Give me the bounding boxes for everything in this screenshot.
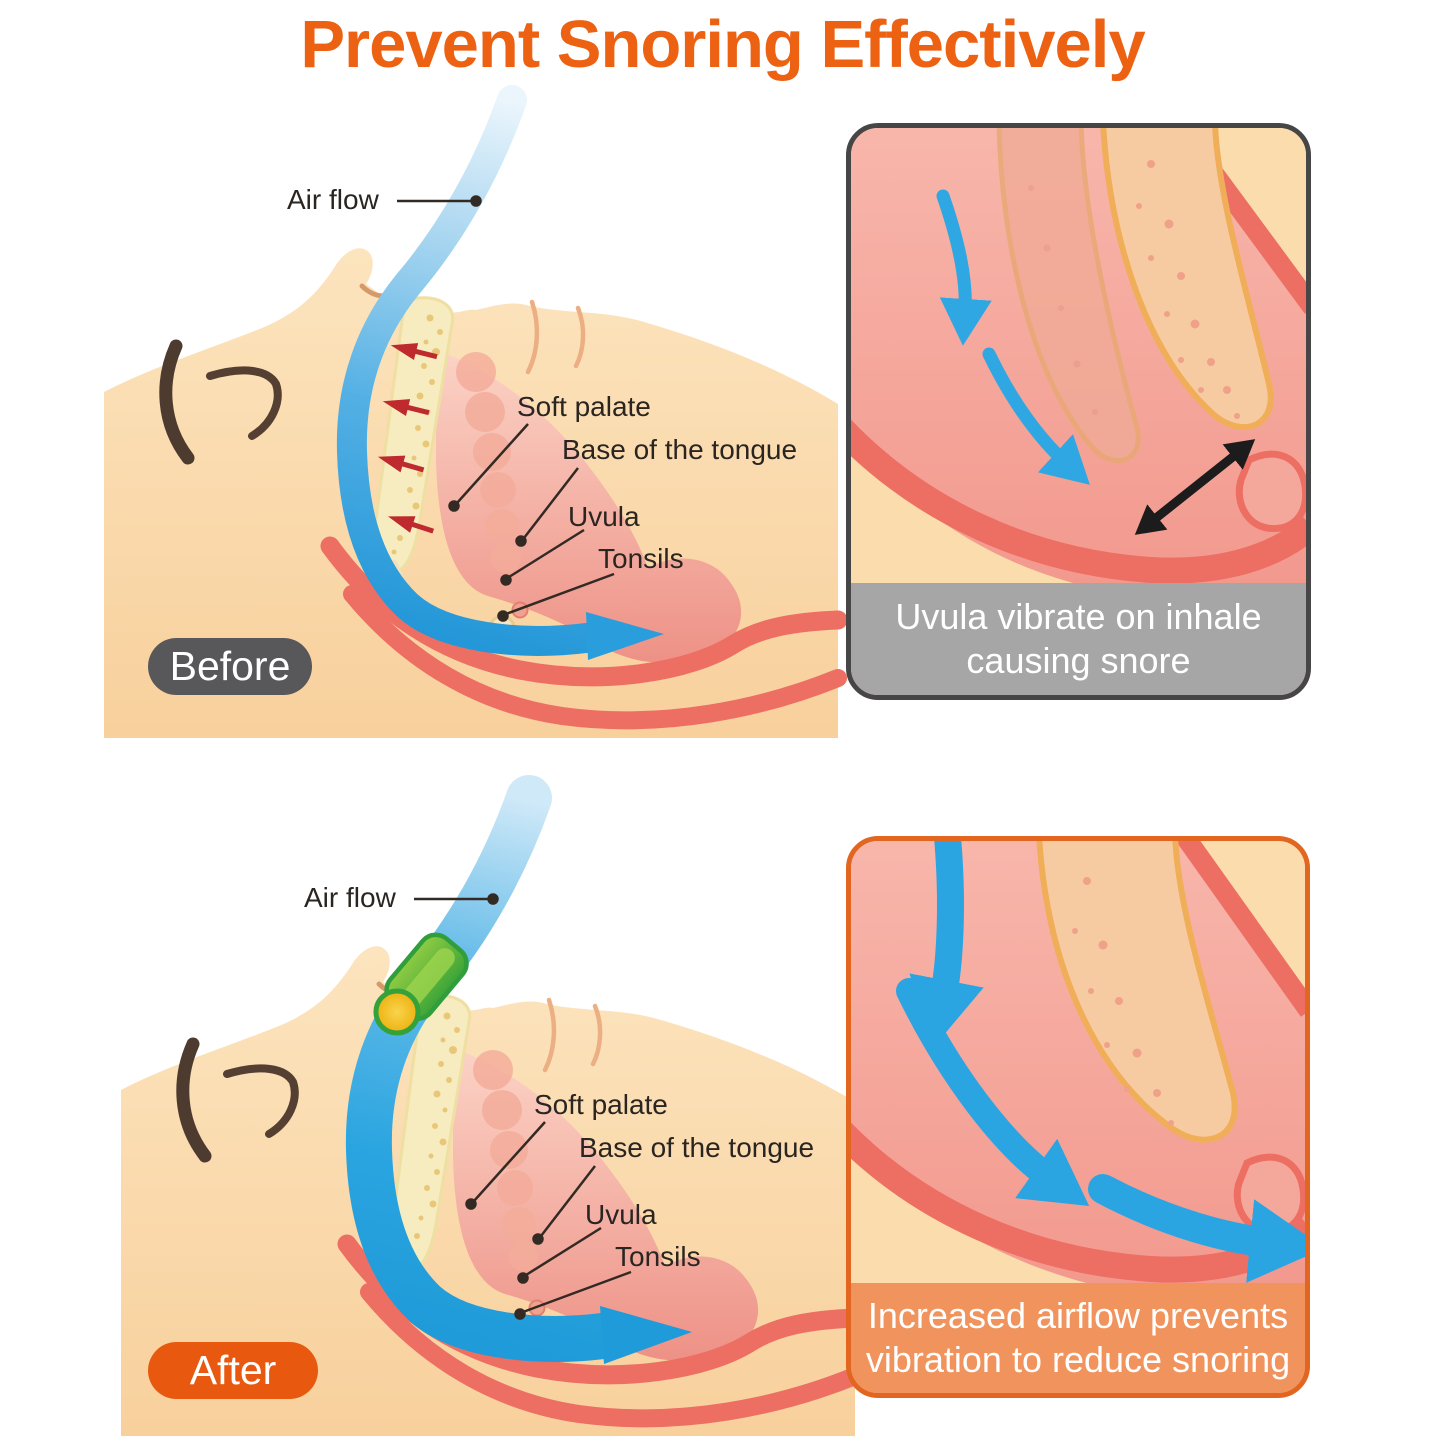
vibration-arrows bbox=[377, 343, 438, 534]
uvula-front-shape bbox=[1100, 128, 1274, 431]
airflow-arrow-icon bbox=[896, 978, 1090, 1207]
before-diagram bbox=[104, 85, 838, 738]
after-badge: After bbox=[148, 1342, 318, 1399]
label-air-flow: Air flow bbox=[304, 882, 396, 913]
label-tonsils: Tonsils bbox=[598, 543, 684, 574]
vibration-arrow-icon bbox=[390, 343, 438, 360]
leader-lines-before bbox=[397, 195, 615, 622]
airflow-arrow-icon bbox=[936, 189, 992, 346]
before-inset-caption: Uvula vibrate on inhale causing snore bbox=[851, 583, 1306, 695]
label-uvula: Uvula bbox=[585, 1199, 657, 1230]
label-tonsils: Tonsils bbox=[615, 1241, 701, 1272]
uvula-back-shape bbox=[996, 128, 1141, 464]
after-diagram bbox=[121, 775, 855, 1436]
airflow-arrow-icon bbox=[982, 347, 1090, 485]
airflow-arrow-icon bbox=[600, 1306, 692, 1364]
airflow-stream-before bbox=[336, 85, 664, 660]
label-base-of-tongue: Base of the tongue bbox=[562, 434, 798, 465]
nasal-dilator-icon bbox=[373, 932, 469, 1036]
label-soft-palate: Soft palate bbox=[534, 1089, 668, 1120]
caption-line: Increased airflow prevents bbox=[867, 1295, 1289, 1337]
vibration-arrow-icon bbox=[387, 516, 435, 534]
uvula-shape bbox=[1036, 841, 1238, 1143]
leader-lines-after bbox=[414, 893, 632, 1320]
double-headed-arrow-icon bbox=[1134, 439, 1256, 535]
after-inset-caption: Increased airflow prevents vibration to … bbox=[851, 1283, 1305, 1393]
label-uvula: Uvula bbox=[568, 501, 640, 532]
increased-airflow-arrows bbox=[896, 841, 1305, 1283]
caption-line: Uvula vibrate on inhale bbox=[895, 596, 1262, 638]
airflow-arrow-icon bbox=[909, 841, 984, 1047]
caption-line: vibration to reduce snoring bbox=[865, 1339, 1291, 1380]
page-title: Prevent Snoring Effectively bbox=[300, 7, 1145, 82]
before-inset: Uvula vibrate on inhale causing snore bbox=[846, 123, 1311, 700]
label-air-flow: Air flow bbox=[287, 184, 379, 215]
inhale-airflow-arrows bbox=[936, 189, 1090, 485]
airflow-stream-after bbox=[345, 775, 692, 1364]
airflow-arrow-icon bbox=[1088, 1174, 1305, 1283]
after-inset: Increased airflow prevents vibration to … bbox=[846, 836, 1310, 1398]
airflow-arrow-icon bbox=[586, 612, 664, 660]
label-soft-palate: Soft palate bbox=[517, 391, 651, 422]
before-inset-art bbox=[851, 128, 1306, 695]
before-badge: Before bbox=[148, 638, 312, 695]
vibration-arrow-icon bbox=[382, 399, 430, 416]
label-base-of-tongue: Base of the tongue bbox=[579, 1132, 815, 1163]
vibration-arrow-icon bbox=[377, 455, 425, 473]
caption-line: causing snore bbox=[966, 640, 1191, 681]
